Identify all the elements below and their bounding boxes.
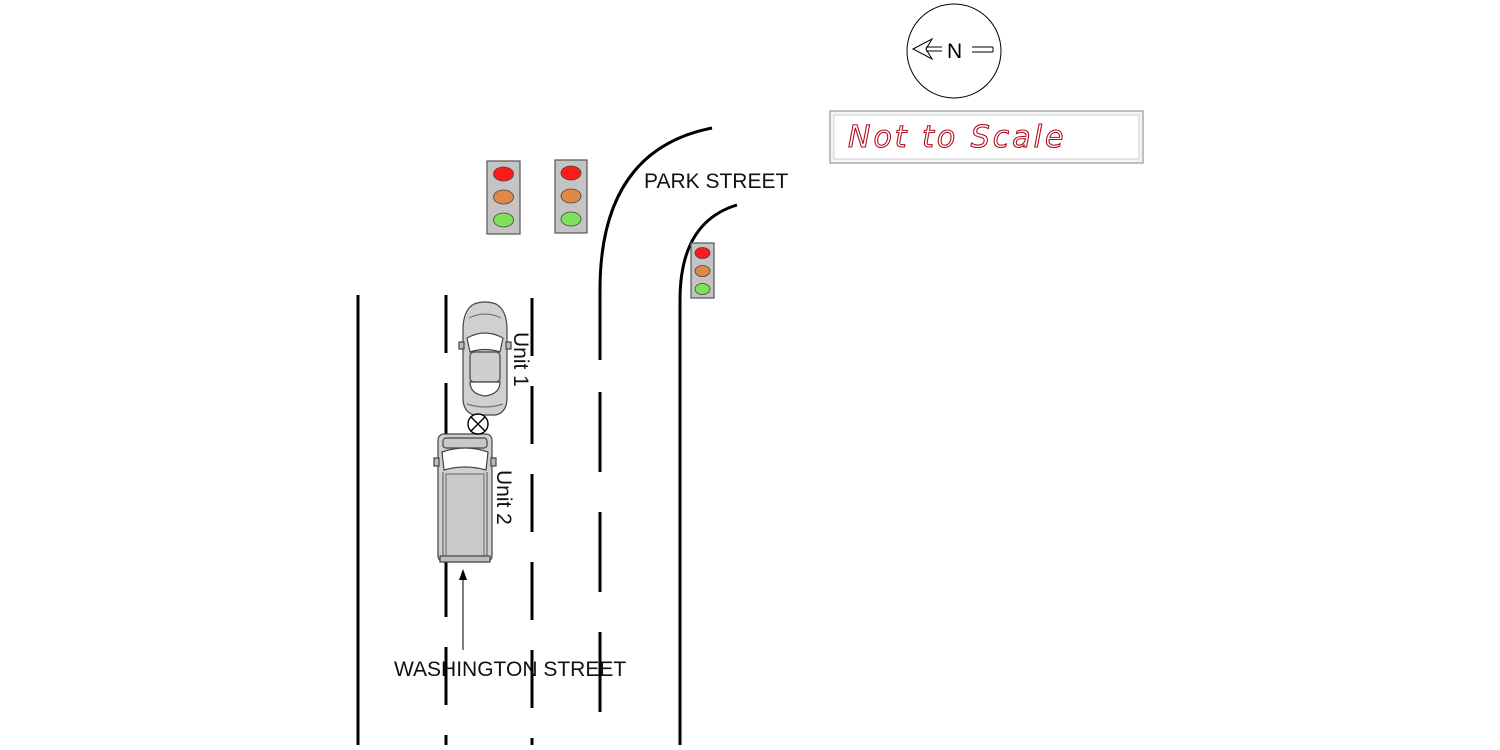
traffic-signal-left <box>486 160 521 235</box>
signal-light-red <box>560 165 582 181</box>
signal-light-orange <box>493 189 514 205</box>
direction-arrow-icon <box>459 569 467 650</box>
vehicle-trunk <box>466 403 504 408</box>
vehicle-rear-window <box>469 381 501 397</box>
north-arrow-icon: N <box>906 3 1002 99</box>
signal-light-orange <box>694 265 711 277</box>
park-street-edge-outer <box>598 126 713 360</box>
not-to-scale-box: Not to Scale <box>829 110 1144 164</box>
vehicle-roof <box>445 473 485 557</box>
impact-point-icon <box>467 413 489 435</box>
road-lines <box>356 126 738 745</box>
vehicle-unit-2 <box>433 433 497 563</box>
vehicle-hood <box>442 437 488 449</box>
park-street-edge-inner <box>678 203 738 745</box>
vehicle-mirror <box>505 341 512 350</box>
north-label: N <box>947 40 962 63</box>
unit-2-label: Unit 2 <box>492 470 515 525</box>
signal-light-red <box>694 247 711 259</box>
vehicle-hood <box>468 313 502 319</box>
vehicle-windshield <box>441 447 489 471</box>
signal-light-orange <box>560 188 582 204</box>
vehicle-mirror <box>458 341 465 350</box>
signal-light-green <box>694 283 711 295</box>
vehicle-mirror <box>433 457 440 467</box>
vehicle-mirror <box>490 457 497 467</box>
vehicle-roof <box>469 351 501 383</box>
signal-light-green <box>560 211 582 227</box>
vehicle-windshield <box>466 332 504 353</box>
traffic-signal-corner <box>690 242 715 299</box>
unit-1-label: Unit 1 <box>509 332 532 387</box>
signal-light-green <box>493 212 514 228</box>
vehicle-rear-bumper <box>439 555 491 563</box>
not-to-scale-label: Not to Scale <box>848 120 1066 155</box>
signal-light-red <box>493 166 514 182</box>
washington-street-label: WASHINGTON STREET <box>394 658 626 681</box>
park-street-label: PARK STREET <box>644 170 788 193</box>
vehicle-unit-1 <box>458 301 512 416</box>
traffic-signal-center <box>554 159 588 234</box>
